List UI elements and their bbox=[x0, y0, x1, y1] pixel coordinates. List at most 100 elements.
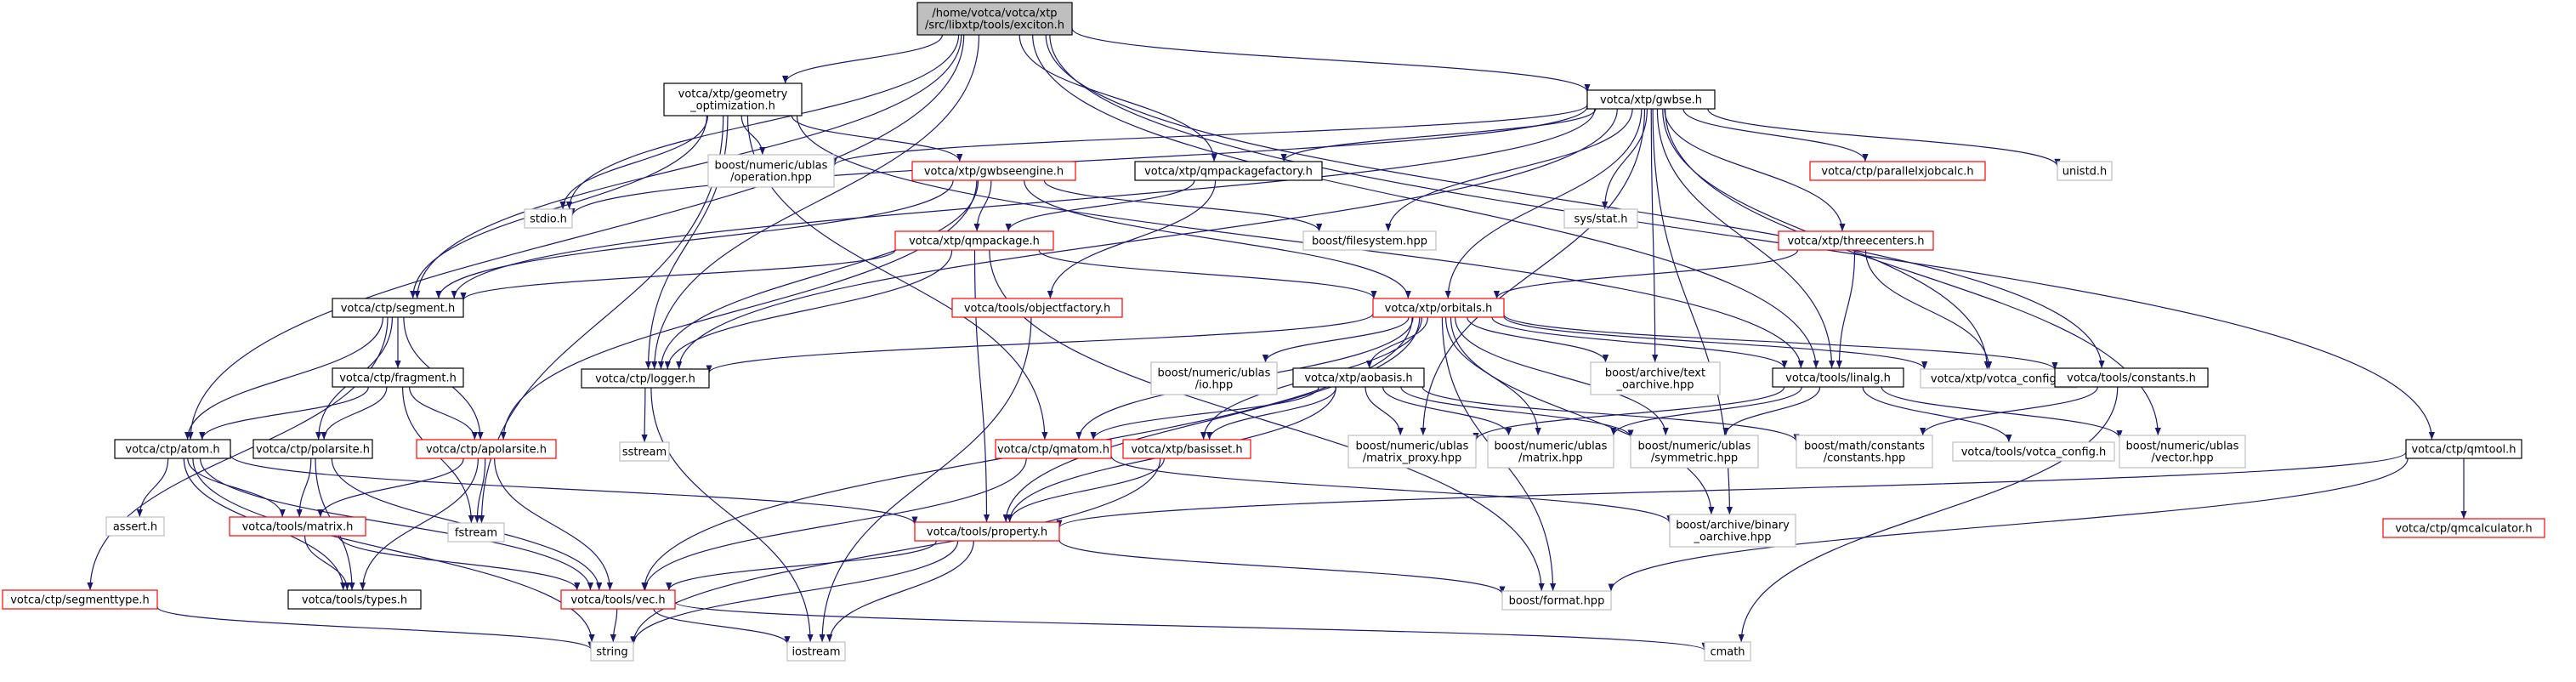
node-symmetric[interactable]: boost/numeric/ublas/symmetric.hpp bbox=[1630, 435, 1759, 469]
node-box-qmpkgfactory bbox=[1134, 161, 1323, 181]
node-ublasop[interactable]: boost/numeric/ublas/operation.hpp bbox=[707, 154, 835, 188]
node-fstream[interactable]: fstream bbox=[447, 522, 505, 543]
node-polarsite[interactable]: votca/ctp/polarsite.h bbox=[252, 439, 373, 459]
node-objfactory[interactable]: votca/tools/objectfactory.h bbox=[951, 298, 1123, 318]
node-basisset[interactable]: votca/xtp/basisset.h bbox=[1122, 439, 1251, 459]
edge-geomopt-to-linalg bbox=[796, 115, 1804, 369]
node-matrixproxy[interactable]: boost/numeric/ublas/matrix_proxy.hpp bbox=[1348, 435, 1477, 469]
node-label-ublasio-0: boost/numeric/ublas bbox=[1158, 367, 1271, 380]
node-qmcalc[interactable]: votca/ctp/qmcalculator.h bbox=[2382, 518, 2545, 538]
edge-gwbse-to-matrixproxy bbox=[1420, 108, 1646, 436]
node-orbitals[interactable]: votca/xtp/orbitals.h bbox=[1372, 298, 1505, 318]
node-label-ublasio-1: /io.hpp bbox=[1195, 379, 1234, 392]
edge-constants-to-cmath bbox=[1738, 386, 2119, 643]
node-segment[interactable]: votca/ctp/segment.h bbox=[332, 298, 464, 318]
node-aobasis[interactable]: votca/xtp/aobasis.h bbox=[1292, 367, 1425, 388]
edge-root-to-qmtool bbox=[1049, 34, 2435, 440]
node-property[interactable]: votca/tools/property.h bbox=[914, 521, 1060, 542]
node-sstream[interactable]: sstream bbox=[619, 441, 670, 462]
node-label-geomopt-1: _optimization.h bbox=[689, 100, 775, 113]
edge-objfactory-to-iostream bbox=[819, 316, 1032, 643]
edge-linalg-to-matrixproxy bbox=[1472, 386, 1785, 441]
node-geomopt[interactable]: votca/xtp/geometry_optimization.h bbox=[663, 82, 803, 117]
node-paralleljob[interactable]: votca/ctp/parallelxjobcalc.h bbox=[1809, 161, 1986, 181]
node-mathconst[interactable]: boost/math/constants/constants.hpp bbox=[1796, 435, 1933, 469]
node-asserth[interactable]: assert.h bbox=[105, 516, 165, 537]
node-label-ublasmatrix-1: /matrix.hpp bbox=[1518, 452, 1583, 465]
node-stdio[interactable]: stdio.h bbox=[524, 208, 573, 229]
edge-aobasis-to-mathconst bbox=[1421, 386, 1800, 442]
edge-fragment-to-atom bbox=[199, 386, 369, 440]
node-box-unistd bbox=[2057, 161, 2113, 181]
edge-orbitals-to-constants bbox=[1503, 314, 2058, 371]
node-textoarch[interactable]: boost/archive/text_oarchive.hpp bbox=[1590, 361, 1721, 395]
node-ublasmatrix[interactable]: boost/numeric/ublas/matrix.hpp bbox=[1487, 435, 1614, 469]
node-vec[interactable]: votca/tools/vec.h bbox=[560, 589, 676, 610]
node-ublasio[interactable]: boost/numeric/ublas/io.hpp bbox=[1150, 361, 1278, 395]
node-binoarch[interactable]: boost/archive/binary_oarchive.hpp bbox=[1669, 514, 1796, 548]
node-iostream[interactable]: iostream bbox=[786, 641, 846, 662]
edge-linalg-to-toolsvotcacfg bbox=[1862, 386, 2012, 443]
edge-polarsite-to-toolsmatrix bbox=[296, 458, 312, 518]
node-box-bformat bbox=[1501, 590, 1612, 611]
node-qmtool[interactable]: votca/ctp/qmtool.h bbox=[2405, 439, 2522, 459]
node-label-toolsmatrix-0: votca/tools/matrix.h bbox=[242, 521, 354, 534]
node-gwbseengine[interactable]: votca/xtp/gwbseengine.h bbox=[911, 161, 1076, 181]
node-label-aobasis-0: votca/xtp/aobasis.h bbox=[1304, 372, 1412, 385]
node-qmpackage[interactable]: votca/xtp/qmpackage.h bbox=[894, 230, 1054, 251]
node-unistd[interactable]: unistd.h bbox=[2057, 161, 2113, 181]
node-toolsmatrix[interactable]: votca/tools/matrix.h bbox=[229, 516, 366, 537]
edge-root-to-qmpkgfactory bbox=[1018, 34, 1217, 162]
edge-root-to-gwbse bbox=[1071, 27, 1591, 93]
node-threecenters[interactable]: votca/xtp/threecenters.h bbox=[1778, 230, 1934, 251]
node-toolsvotcacfg[interactable]: votca/tools/votca_config.h bbox=[1952, 441, 2115, 462]
node-types[interactable]: votca/tools/types.h bbox=[287, 589, 422, 610]
node-bformat[interactable]: boost/format.hpp bbox=[1501, 590, 1612, 611]
node-box-matrixproxy bbox=[1348, 435, 1477, 469]
edge-linalg-to-ublasmatrix bbox=[1610, 386, 1802, 436]
node-gwbse[interactable]: votca/xtp/gwbse.h bbox=[1586, 89, 1716, 110]
edge-threecenters-to-orbitals bbox=[1493, 249, 1799, 299]
node-label-fstream-0: fstream bbox=[455, 527, 497, 540]
node-bfs[interactable]: boost/filesystem.hpp bbox=[1302, 230, 1437, 251]
edge-orbitals-to-property bbox=[1002, 316, 1421, 523]
node-linalg[interactable]: votca/tools/linalg.h bbox=[1772, 367, 1904, 388]
edge-orbitals-to-linalg bbox=[1491, 316, 1788, 369]
edge-gwbse-to-ublasop bbox=[831, 104, 1588, 167]
node-qmpkgfactory[interactable]: votca/xtp/qmpackagefactory.h bbox=[1134, 161, 1323, 181]
edge-atom-to-asserth bbox=[136, 458, 169, 518]
node-constants[interactable]: votca/tools/constants.h bbox=[2054, 367, 2209, 388]
node-fragment[interactable]: votca/ctp/fragment.h bbox=[332, 367, 464, 388]
node-box-toolsmatrix bbox=[229, 516, 366, 537]
edge-geomopt-to-gwbseengine bbox=[791, 115, 963, 162]
node-box-symmetric bbox=[1630, 435, 1759, 469]
edge-gwbse-to-segment bbox=[451, 108, 1596, 299]
node-xtpvotcacfg[interactable]: votca/xtp/votca_config.h bbox=[1920, 368, 2078, 389]
node-ublasvector[interactable]: boost/numeric/ublas/vector.hpp bbox=[2119, 435, 2246, 469]
node-label-linalg-0: votca/tools/linalg.h bbox=[1785, 372, 1891, 385]
edge-root-to-segment bbox=[414, 34, 962, 299]
node-label-stdio-0: stdio.h bbox=[530, 213, 567, 226]
node-box-logger bbox=[581, 368, 710, 389]
node-box-ublasop bbox=[707, 154, 835, 188]
node-box-sysstat bbox=[1563, 208, 1638, 229]
node-atom[interactable]: votca/ctp/atom.h bbox=[114, 439, 231, 459]
edge-gwbse-to-unistd bbox=[1707, 108, 2061, 167]
node-cmath[interactable]: cmath bbox=[1704, 641, 1751, 662]
node-label-asserth-0: assert.h bbox=[113, 521, 157, 534]
node-box-gwbseengine bbox=[911, 161, 1076, 181]
node-label-xtpvotcacfg-0: votca/xtp/votca_config.h bbox=[1931, 373, 2067, 386]
edge-orbitals-to-binoarch bbox=[1450, 316, 1715, 515]
node-logger[interactable]: votca/ctp/logger.h bbox=[581, 368, 710, 389]
edge-segmenttype-to-string bbox=[156, 606, 594, 651]
node-qmatom[interactable]: votca/ctp/qmatom.h bbox=[995, 439, 1112, 459]
node-string[interactable]: string bbox=[590, 641, 634, 662]
node-box-mathconst bbox=[1796, 435, 1933, 469]
node-label-threecenters-0: votca/xtp/threecenters.h bbox=[1787, 236, 1924, 248]
node-box-stdio bbox=[524, 208, 573, 229]
node-label-symmetric-1: /symmetric.hpp bbox=[1651, 452, 1738, 465]
node-apolarsite[interactable]: votca/ctp/apolarsite.h bbox=[416, 439, 557, 459]
node-sysstat[interactable]: sys/stat.h bbox=[1563, 208, 1638, 229]
node-segmenttype[interactable]: votca/ctp/segmenttype.h bbox=[2, 589, 158, 610]
